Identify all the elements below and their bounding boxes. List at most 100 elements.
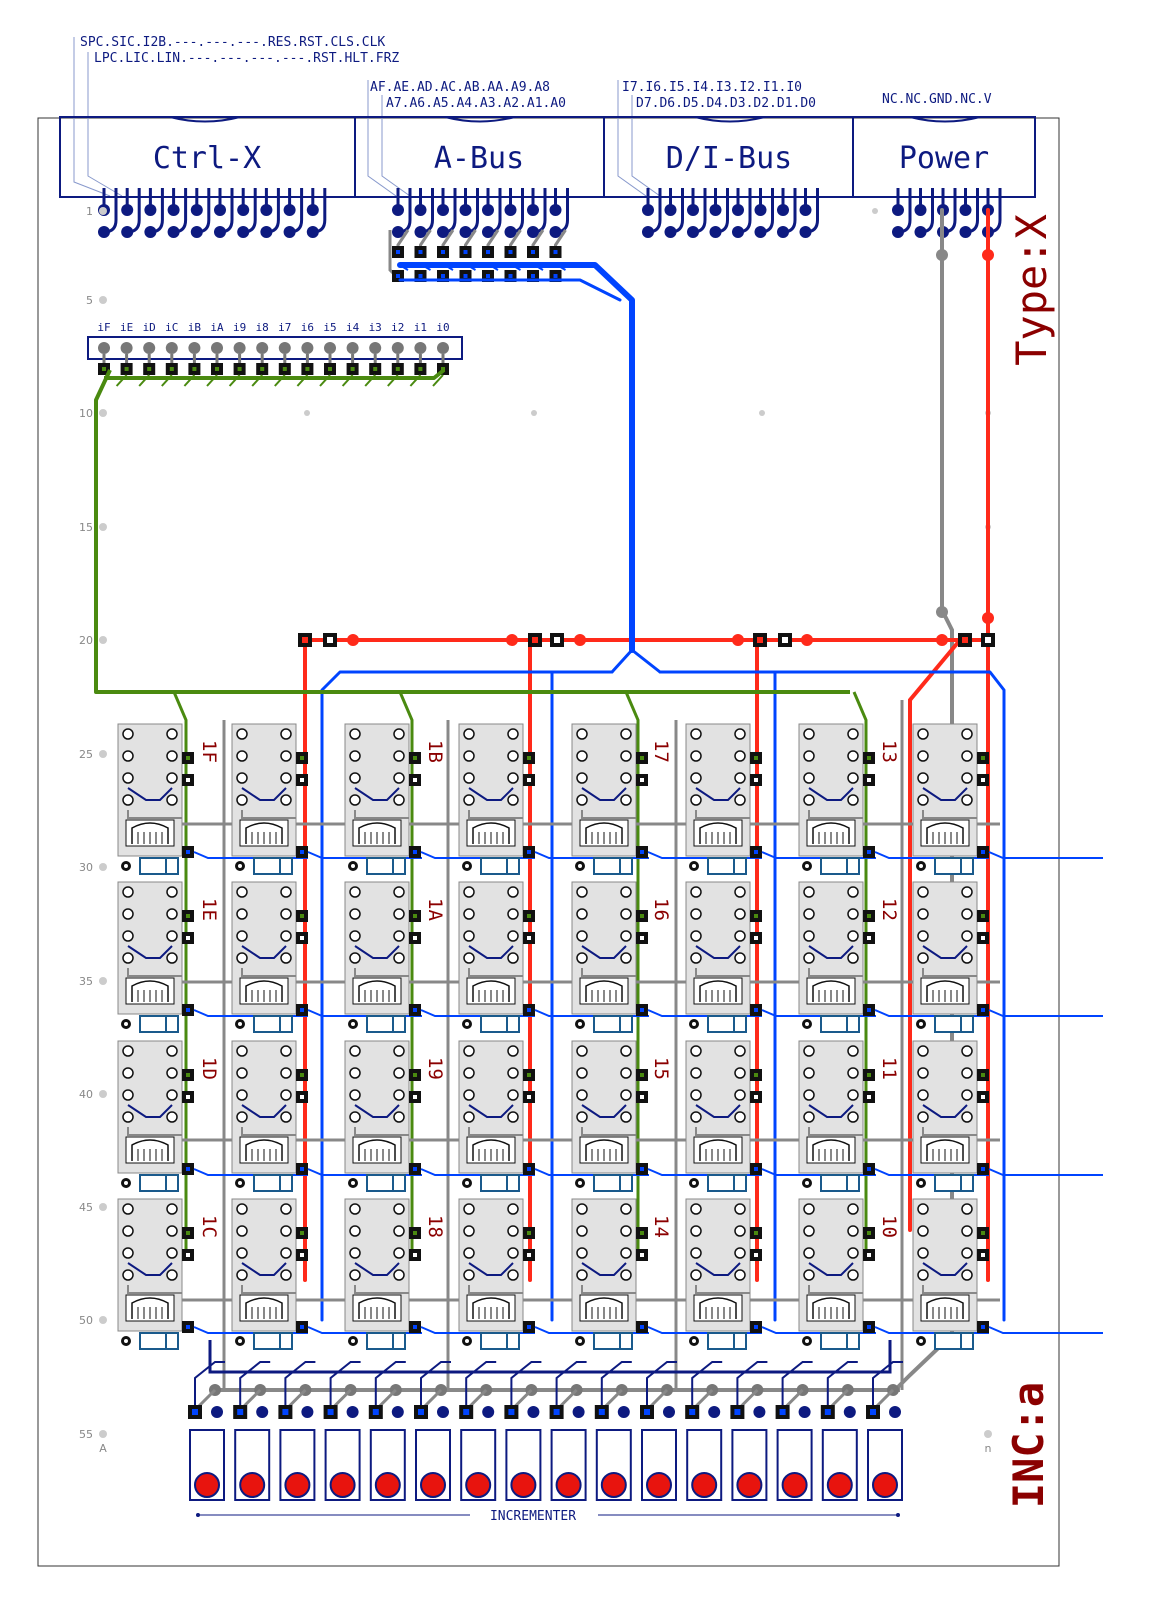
relay-coil-arc [131,980,169,1002]
led [329,1472,356,1498]
relay-common-trace [127,968,182,977]
connector-pin [482,226,494,238]
relay-pad-dot [413,914,417,918]
row-marker [99,863,107,871]
relay-cell [571,723,762,875]
relay-pad-dot [640,850,644,854]
relay-pad-dot [754,1231,758,1235]
relay-contact [734,886,746,898]
diode-pad-hole [238,1339,242,1343]
led [872,1472,898,1498]
relay-common-trace [354,1285,409,1294]
diode-pad-hole [919,864,923,868]
relay-contact [803,952,815,964]
diode-pad-hole [578,1181,582,1185]
row-number: 55 [79,1428,93,1441]
row-number: 30 [79,861,93,874]
relay-contact [236,728,248,740]
relay-contact [507,1111,519,1123]
relay-contact [507,772,519,784]
mount-hole [304,410,310,416]
diode [593,1174,633,1192]
input-header-label: i8 [256,321,269,334]
connector-pin [527,226,539,238]
relay-pad-dot [186,1253,190,1257]
relay-pad-dot [300,1167,304,1171]
diode [253,1332,293,1350]
bit-label: 18 [424,1215,446,1238]
relay-contact [917,1203,929,1215]
relay-contact [620,750,632,762]
relay-contact [349,1225,361,1237]
mount-hole [759,410,765,416]
bit-label: 17 [650,740,672,763]
connector-pin [437,226,449,238]
relay-pad-dot [867,756,871,760]
relay-contact [917,1111,929,1123]
relay-pad-dot [640,778,644,782]
relay-common-trace [241,1127,296,1136]
relay-common-trace [468,1127,523,1136]
relay-contact [122,728,134,740]
diode-pad-hole [351,864,355,868]
diode [366,1332,406,1350]
input-header-pin [165,342,178,354]
relay-contact [507,886,519,898]
relay-contact [122,886,134,898]
input-header-body [87,336,463,360]
bus-pad-dot [372,1409,379,1415]
relay-contact [280,952,292,964]
relay-contact [122,930,134,942]
relay-contact [236,794,248,806]
relay-contact [236,908,248,920]
input-header-label: iB [188,321,202,334]
input-header-pin [391,342,404,354]
relay-common-trace [468,1285,523,1294]
bus-pad-dot [553,1409,560,1415]
led [600,1472,627,1498]
diode-pad-hole [805,864,809,868]
relay-pad-dot [640,1231,644,1235]
relay-contact [280,1225,292,1237]
abus-label-lower: A7.A6.A5.A4.A3.A2.A1.A0 [386,96,566,111]
input-header-label: i3 [369,321,382,334]
relay-cell [571,1198,762,1350]
relay-coil-arc [699,1139,737,1161]
connector-pin [914,226,927,238]
relay-pad-dot [981,1325,985,1329]
relay-contact [507,794,519,806]
relay-pad-dot [413,1073,417,1077]
relay-contact [393,1089,405,1101]
relay-contact [620,1067,632,1079]
relay-pad-dot [640,914,644,918]
relay-contact [507,750,519,762]
row-marker [99,1430,107,1438]
diode [593,1015,633,1033]
ctrl-bus-label-lower: LPC.LIC.LIN.---.---.---.---.RST.HLT.FRZ [94,51,399,66]
relay-common-trace [581,968,636,977]
relay-contact [463,1203,475,1215]
power-pad-dot [985,637,991,643]
input-header-label: i2 [391,321,404,334]
relay-pad-dot [300,850,304,854]
connector-pin [437,204,449,216]
connector-pin [392,226,404,238]
relay-cell [571,881,762,1033]
power-dots [347,249,994,646]
relay-coil-arc [585,822,623,844]
relay-pad-dot [867,1325,871,1329]
relay-pad-dot [981,1008,985,1012]
relay-contact [961,908,973,920]
bit-label: 1F [198,740,220,763]
bus-pin [301,1406,314,1418]
led [781,1472,808,1498]
diode-pad-hole [465,1022,469,1026]
relay-pad-dot [300,756,304,760]
connector-pin [549,204,562,216]
diode-pad-hole [805,1022,809,1026]
relay-pad-dot [867,1253,871,1257]
connector-pin [914,204,927,216]
connector-pin [121,226,134,238]
relay-coil-arc [926,1297,964,1319]
bus-pad-dot [644,1409,650,1415]
